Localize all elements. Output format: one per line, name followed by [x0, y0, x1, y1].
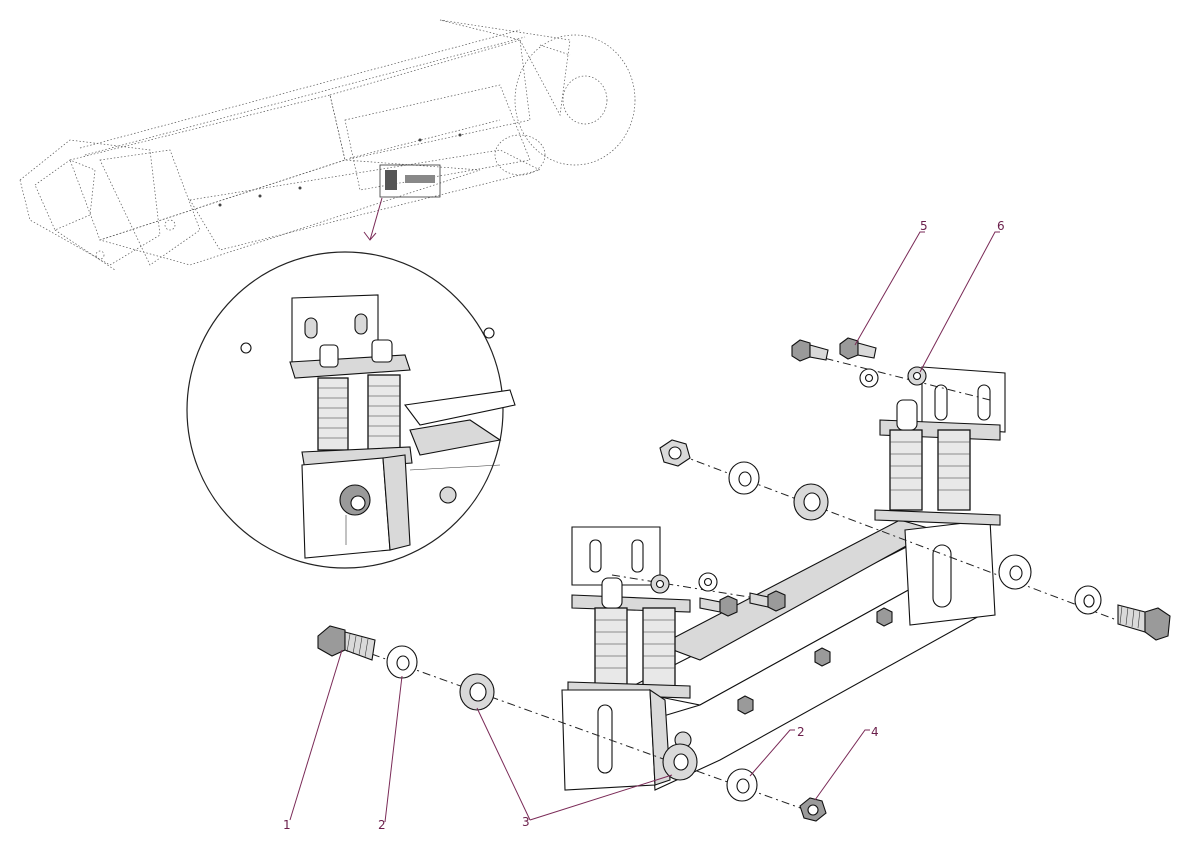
- washer-icon: [998, 554, 1032, 590]
- bolt-icon: [791, 339, 829, 362]
- washer-icon: [386, 645, 418, 679]
- bolt-icon: [699, 595, 738, 617]
- bolt-icon: [749, 590, 786, 612]
- washer-icon: [728, 461, 760, 495]
- washer-icon: [662, 743, 698, 781]
- bolt-icon: [839, 337, 877, 360]
- bolt-icon: [1117, 604, 1171, 641]
- bolt-icon: [317, 625, 376, 661]
- washer-icon: [726, 768, 758, 802]
- callout-6: 6: [997, 219, 1005, 233]
- washer-icon: [459, 673, 495, 711]
- callout-2-right: 2: [797, 725, 805, 739]
- nut-icon: [659, 439, 691, 467]
- washer-icon: [650, 574, 670, 594]
- callout-1: 1: [283, 818, 291, 832]
- washer-icon: [907, 366, 927, 386]
- tensioner-assembly: [354, 353, 1131, 816]
- washer-icon: [793, 483, 829, 521]
- washer-icon: [1074, 585, 1102, 615]
- callouts: 1 2 2 3 4 5 6: [283, 219, 1005, 832]
- conveyor-overview: [19, 19, 636, 271]
- washer-icon: [859, 368, 879, 388]
- callout-2: 2: [378, 818, 386, 832]
- callout-3: 3: [522, 815, 530, 829]
- callout-5: 5: [920, 219, 928, 233]
- callout-4: 4: [871, 725, 879, 739]
- washer-icon: [698, 572, 718, 592]
- nut-icon: [799, 797, 827, 822]
- detail-circle: [186, 251, 516, 569]
